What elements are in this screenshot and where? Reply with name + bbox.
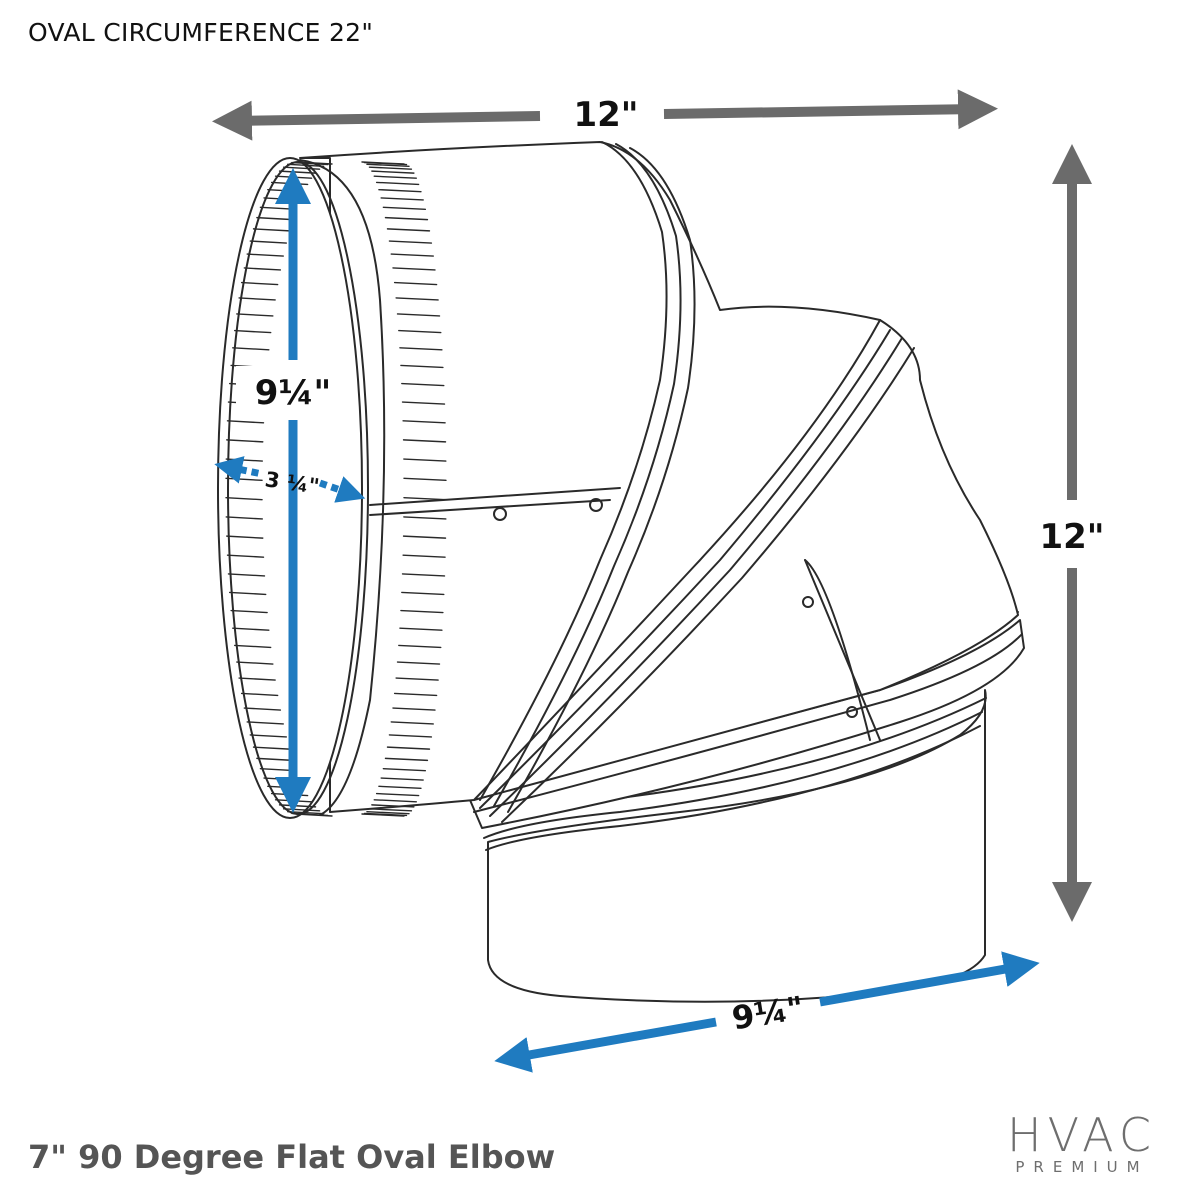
crimp-line [380,197,424,201]
crimp-line [363,161,408,166]
crimp-line [233,644,272,649]
crimp-line [225,496,263,501]
crimp-line [373,175,417,179]
crimp-line [240,281,279,286]
crimp-line [400,364,444,369]
crimp-line [252,228,291,232]
crimp-line [230,609,268,614]
crimp-line [390,253,434,257]
crimp-line [388,240,433,244]
crimp-line [238,677,276,681]
crimp-line [256,216,294,221]
hvac-premium-logo: HVAC PREMIUM [984,1112,1180,1176]
bottom-outlet-section [483,689,987,1003]
oval-circumference-note: OVAL CIRCUMFERENCE 22" [28,18,374,47]
crimp-line [366,163,410,167]
crimp-line [403,458,447,462]
crimp-line [402,439,447,443]
logo-brand-text: HVAC [1007,1108,1157,1162]
crimp-line [361,813,405,817]
crimp-line [366,811,410,815]
crimp-line [401,401,446,405]
crimp-line [243,707,282,711]
top-width-label: 12" [573,95,638,135]
crimp-line [403,477,447,482]
crimp-line [240,692,279,697]
crimp-line [396,313,441,317]
crimp-line [386,746,431,750]
crimp-line [375,792,420,797]
crimp-line [378,188,422,193]
crimp-line [392,707,436,711]
crimp-line [382,768,427,772]
crimp-line [227,573,266,577]
crimp-line [402,420,446,424]
crimp-line [249,734,288,738]
crimp-line [390,721,434,725]
crimp-line [295,813,333,817]
crimp-line [399,347,443,351]
crimp-line [378,785,422,790]
crimp-line [403,516,447,520]
crimp-line [398,644,442,649]
crimp-line [226,554,265,558]
crimp-line [399,627,443,631]
crimp-line [401,573,446,577]
crimp-line [400,609,444,614]
crimp-line [392,267,436,271]
crimp-line [246,721,284,725]
right-height-label: 12" [1039,517,1104,557]
crimp-line [226,420,265,424]
right-height-dimension: 12" [1039,144,1105,922]
crimp-line [226,535,264,539]
logo-sub-text: PREMIUM [1015,1158,1149,1176]
crimp-line [246,253,284,257]
crimp-line [225,516,263,520]
crimp-line [395,297,439,301]
crimp-line [232,347,270,351]
crimp-line [238,297,276,301]
crimp-line [396,661,441,665]
crimp-line [368,808,413,812]
crimp-line [256,757,294,762]
crimp-line [371,170,415,174]
crimp-line [226,439,264,443]
crimp-line [232,627,270,631]
crimp-line [249,240,288,244]
crimp-line [393,692,438,697]
oval-height-label: 9¼" [255,373,332,413]
crimp-line [402,535,447,539]
crimp-line [402,554,446,558]
crimp-line [395,677,439,681]
crimp-line [386,228,431,232]
crimp-line [371,804,415,808]
crimp-line [375,181,420,186]
crimp-line [243,267,282,271]
crimp-line [236,313,274,317]
crimp-line [384,216,429,221]
crimp-line [388,734,433,738]
product-title: 7" 90 Degree Flat Oval Elbow [28,1138,556,1176]
top-width-dimension: 12" [212,89,998,141]
crimp-line [287,163,325,167]
crimp-line [291,161,329,166]
crimp-line [373,799,417,803]
crimp-line [393,281,438,286]
crimp-line [401,591,445,596]
crimp-line [368,166,413,170]
crimp-line [380,777,424,781]
crimp-line [252,746,291,750]
upper-body-section [299,141,881,813]
crimp-line [382,206,427,210]
crimp-line [384,757,429,762]
crimp-line [398,329,442,334]
crimp-line [403,496,447,501]
crimp-line [401,382,445,387]
crimp-line [233,329,272,334]
crimp-line [228,591,267,596]
crimp-line [236,661,274,665]
oval-height-dimension: 9¼" [236,168,350,813]
elbow-illustration [217,141,1025,1003]
